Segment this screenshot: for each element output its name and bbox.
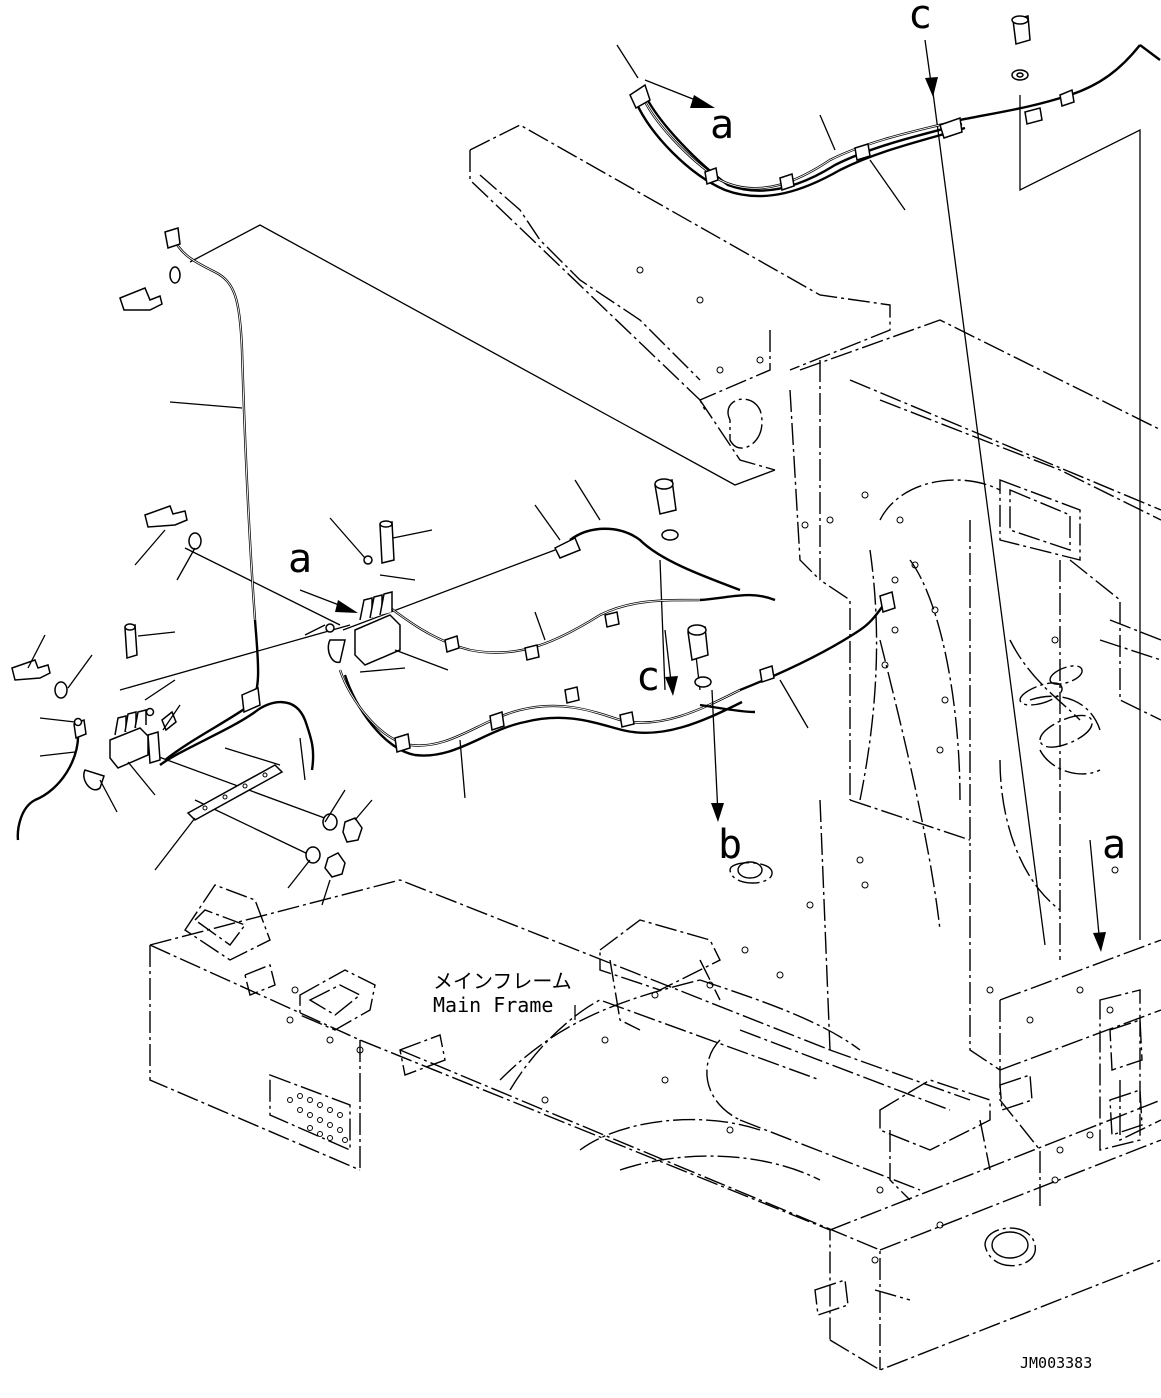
callout-a-top: a [710,102,734,148]
callout-a-right: a [1102,822,1126,868]
callout-c-mid: c [636,654,660,700]
callout-c-top: c [908,0,932,38]
callout-arrows [299,39,1106,952]
main-frame-label-jp: メインフレーム [433,969,572,993]
frame-bolt-holes [286,266,1119,1264]
left-manifold-block [11,505,363,878]
main-frame-label-en: Main Frame [433,993,553,1017]
left-vertical-hose [119,227,315,771]
perforated-plate [287,1093,348,1143]
middle-hoses [338,478,896,757]
upper-hose-assembly [629,15,1161,198]
drawing-code: JM003383 [1020,1354,1092,1372]
assembly-guide-lines [119,84,1141,946]
center-manifold-block [325,520,401,666]
callout-b-mid: b [718,822,742,868]
part-leader-lines [27,44,906,906]
callout-a-mid: a [288,536,312,582]
main-frame-outline [149,124,1161,1371]
